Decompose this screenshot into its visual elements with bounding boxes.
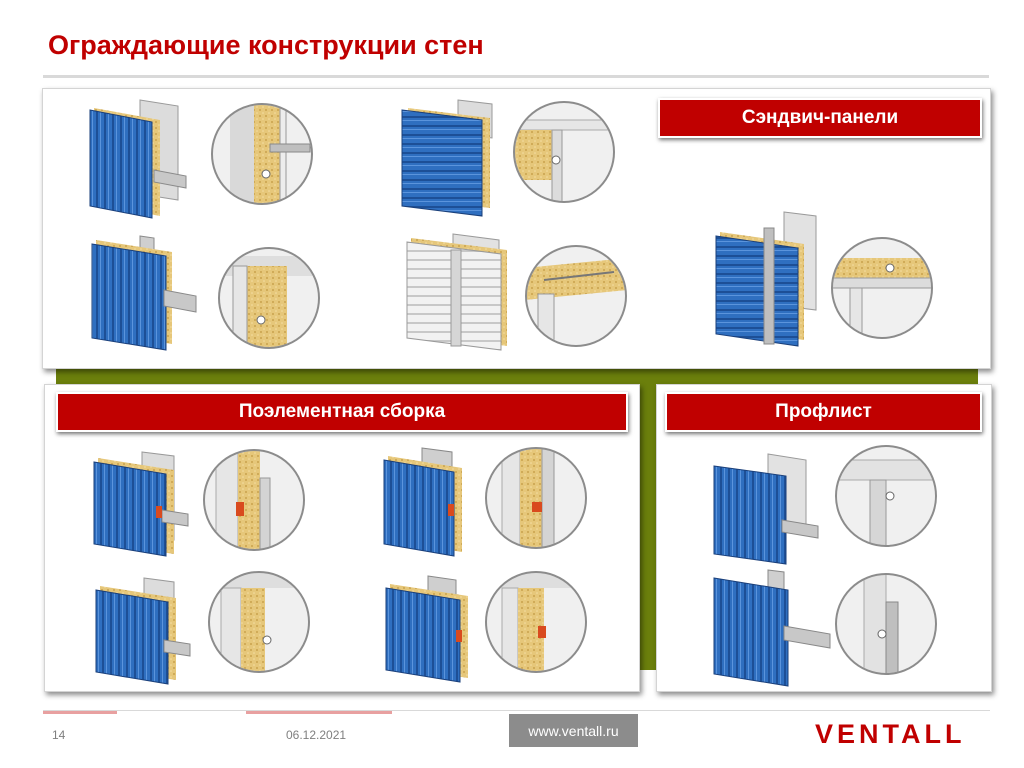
element-section-label: Поэлементная сборка bbox=[56, 392, 628, 432]
sandwich-panel-horizontal-ribbed-image bbox=[401, 99, 493, 217]
element-assembly-wall-1-image bbox=[93, 451, 189, 557]
profile-sheet-wall-2-image bbox=[713, 569, 831, 687]
element-assembly-wall-3-image bbox=[95, 577, 191, 685]
title-divider bbox=[43, 75, 989, 78]
element-assembly-wall-2-image bbox=[383, 447, 462, 557]
sandwich-panel-vertical-ribbed-image bbox=[89, 99, 187, 219]
sandwich-panel-white-image bbox=[406, 233, 507, 351]
profile-sheet-wall-1-image bbox=[713, 453, 819, 565]
footer-divider bbox=[43, 710, 990, 711]
footer-accent-bar-middle bbox=[246, 710, 392, 714]
profile-sheet-joint-2-detail bbox=[835, 573, 937, 675]
svg-text:VENTALL: VENTALL bbox=[815, 719, 966, 749]
ventall-logo: VENTALL bbox=[815, 719, 966, 749]
footer-accent-bar-left bbox=[43, 710, 117, 714]
sandwich-panel-corner-joint-detail bbox=[831, 237, 933, 339]
sandwich-panel-white-joint-detail bbox=[525, 245, 627, 347]
sandwich-panel-horizontal-joint-detail bbox=[513, 101, 615, 203]
sandwich-section-label: Сэндвич-панели bbox=[658, 98, 982, 138]
profile-sheet-joint-1-detail bbox=[835, 445, 937, 547]
element-assembly-joint-2-detail bbox=[485, 447, 587, 549]
website-link[interactable]: www.ventall.ru bbox=[509, 714, 638, 747]
page-number: 14 bbox=[52, 728, 66, 742]
element-assembly-wall-4-image bbox=[385, 575, 468, 683]
element-assembly-joint-1-detail bbox=[203, 449, 305, 551]
element-assembly-joint-3-detail bbox=[208, 571, 310, 673]
sandwich-panel-wide-joint-detail bbox=[218, 247, 320, 349]
element-assembly-joint-4-detail bbox=[485, 571, 587, 673]
page-title: Ограждающие конструкции стен bbox=[48, 30, 484, 60]
sandwich-panel-vertical-joint-detail bbox=[211, 103, 313, 205]
sandwich-panel-wide-ribbed-image bbox=[91, 235, 197, 351]
profile-section-label: Профлист bbox=[665, 392, 982, 432]
sandwich-panel-corner-image bbox=[715, 211, 817, 347]
slide-date: 06.12.2021 bbox=[286, 728, 347, 742]
